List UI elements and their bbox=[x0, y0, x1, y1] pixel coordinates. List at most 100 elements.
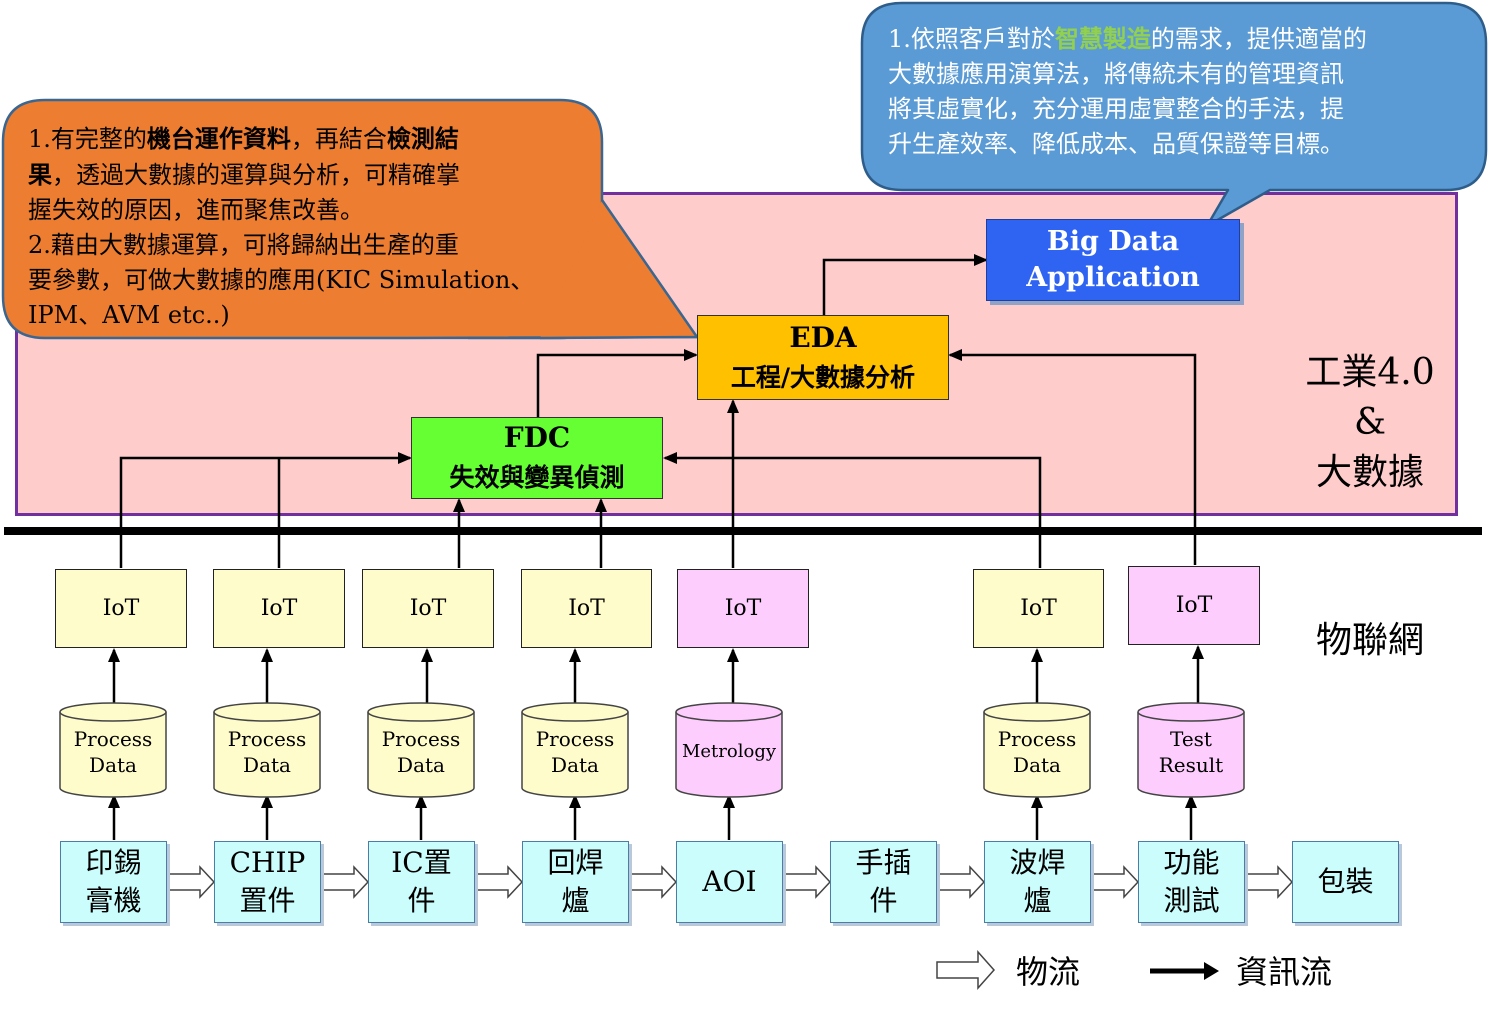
database-cylinder bbox=[367, 702, 475, 798]
database-cylinder bbox=[1137, 702, 1245, 798]
industry-label-line1: 工業4.0 bbox=[1305, 352, 1435, 393]
process-step-line1: 包裝 bbox=[1317, 865, 1374, 898]
process-step: IC置件 bbox=[368, 841, 475, 923]
process-step: 包裝 bbox=[1292, 841, 1399, 923]
database-label-line1: Metrology bbox=[681, 741, 777, 762]
legend-material-flow-label: 物流 bbox=[1016, 953, 1081, 991]
process-step: AOI bbox=[676, 841, 783, 923]
blue-callout-run: 大數據應用演算法，將傳統未有的管理資訊 bbox=[888, 60, 1344, 88]
database-label-line2: Data bbox=[243, 753, 291, 777]
orange-callout-run: 2.藉由大數據運算，可將歸納出生產的重 bbox=[28, 231, 459, 259]
arrow-iot7-eda bbox=[948, 349, 1197, 565]
orange-callout-run: 要參數，可做大數據的應用(KIC Simulation、 bbox=[28, 266, 535, 294]
material-arrow-3 bbox=[474, 865, 524, 899]
arrow-fdc-eda bbox=[536, 349, 698, 417]
process-step-line2: 件 bbox=[407, 884, 436, 917]
big-data-line2: Application bbox=[1026, 262, 1200, 293]
arrow-iot1-fdc bbox=[119, 452, 412, 568]
material-arrow-2 bbox=[320, 865, 370, 899]
database-label-line1: Process bbox=[227, 727, 307, 751]
iot-network-label: 物聯網 bbox=[1315, 620, 1424, 661]
process-step: 波焊爐 bbox=[984, 841, 1091, 923]
database-label-line2: Data bbox=[89, 753, 137, 777]
blue-callout-line: 升生產效率、降低成本、品質保證等目標。 bbox=[888, 127, 1488, 162]
process-step-line2: 膏機 bbox=[85, 884, 142, 917]
database-label-line1: Test bbox=[1170, 727, 1212, 751]
fdc-subtitle: 失效與變異偵測 bbox=[449, 463, 625, 492]
database-cylinder bbox=[983, 702, 1091, 798]
blue-callout-line: 將其虛實化，充分運用虛實整合的手法，提 bbox=[888, 92, 1488, 127]
process-step-line2: 測試 bbox=[1163, 884, 1220, 917]
material-arrow-6 bbox=[936, 865, 986, 899]
process-step-line1: 功能 bbox=[1163, 846, 1220, 879]
orange-callout-run: 1.有完整的 bbox=[28, 125, 147, 153]
process-step: 手插件 bbox=[830, 841, 937, 923]
database-label-line2: Data bbox=[551, 753, 599, 777]
material-arrow-1 bbox=[166, 865, 216, 899]
process-step-line1: 手插 bbox=[855, 846, 912, 879]
database-label-line1: Process bbox=[535, 727, 615, 751]
eda-box: EDA 工程/大數據分析 bbox=[697, 315, 949, 400]
process-step-line1: AOI bbox=[702, 865, 757, 898]
orange-callout-run: 果 bbox=[28, 160, 52, 189]
fdc-title: FDC bbox=[503, 421, 571, 454]
material-arrow-8 bbox=[1244, 865, 1294, 899]
orange-callout-line: 果，透過大數據的運算與分析，可精確掌 bbox=[28, 157, 608, 193]
industry-label-line2: & bbox=[1353, 402, 1387, 443]
big-data-application-box: Big Data Application bbox=[986, 219, 1240, 301]
legend-material-arrow bbox=[936, 950, 996, 990]
database-label: Metrology bbox=[676, 724, 782, 780]
database-label-line1: Process bbox=[73, 727, 153, 751]
orange-callout-line: 要參數，可做大數據的應用(KIC Simulation、 bbox=[28, 263, 608, 298]
process-step-line1: 回焊 bbox=[547, 846, 604, 879]
eda-title: EDA bbox=[789, 320, 857, 354]
iot-box-3: IoT bbox=[362, 569, 494, 648]
process-step-line1: 波焊 bbox=[1009, 846, 1066, 879]
material-arrow-4 bbox=[628, 865, 678, 899]
database-cylinder bbox=[59, 702, 167, 798]
process-step: 印錫膏機 bbox=[60, 841, 167, 923]
orange-callout-run: 機台運作資料 bbox=[146, 124, 291, 153]
orange-callout: 1.有完整的機台運作資料，再結合檢測結果，透過大數據的運算與分析，可精確掌握失效… bbox=[28, 121, 608, 333]
database-label-line1: Process bbox=[997, 727, 1077, 751]
orange-callout-run: 檢測結 bbox=[386, 124, 459, 153]
orange-callout-run: 握失效的原因，進而聚焦改善。 bbox=[28, 196, 364, 224]
arrow-iot6-fdc bbox=[663, 452, 1042, 568]
orange-callout-line: 2.藉由大數據運算，可將歸納出生產的重 bbox=[28, 228, 608, 263]
process-step: 回焊爐 bbox=[522, 841, 629, 923]
blue-callout-run: 的需求，提供適當的 bbox=[1150, 25, 1367, 53]
iot-box-1: IoT bbox=[55, 569, 187, 648]
orange-callout-run: ，透過大數據的運算與分析，可精確掌 bbox=[52, 161, 460, 189]
eda-subtitle: 工程/大數據分析 bbox=[730, 362, 916, 392]
arrow-eda-bigdata bbox=[822, 254, 988, 315]
process-step-line2: 件 bbox=[869, 884, 898, 917]
industry-label: 工業4.0 & 大數據 bbox=[1290, 348, 1450, 498]
iot-box-2: IoT bbox=[213, 569, 345, 648]
blue-callout-run: 將其虛實化，充分運用虛實整合的手法，提 bbox=[888, 95, 1344, 123]
blue-callout: 1.依照客戶對於智慧製造的需求，提供適當的大數據應用演算法，將傳統未有的管理資訊… bbox=[888, 21, 1488, 162]
database-cylinder bbox=[521, 702, 629, 798]
material-arrow-5 bbox=[782, 865, 832, 899]
process-step-line1: IC置 bbox=[391, 846, 452, 879]
iot-box-5: IoT bbox=[677, 569, 809, 648]
process-step-line1: 印錫 bbox=[85, 846, 142, 879]
orange-callout-line: IPM、AVM etc..) bbox=[28, 298, 608, 333]
industry-label-line3: 大數據 bbox=[1315, 452, 1424, 493]
database-label-line2: Data bbox=[1013, 753, 1061, 777]
orange-callout-run: ，再結合 bbox=[290, 125, 387, 153]
blue-callout-line: 1.依照客戶對於智慧製造的需求，提供適當的 bbox=[888, 21, 1488, 57]
database-label-line2: Data bbox=[397, 753, 445, 777]
blue-callout-run: 1.依照客戶對於 bbox=[888, 25, 1055, 53]
layer-separator bbox=[4, 527, 1482, 535]
big-data-line1: Big Data bbox=[1046, 226, 1180, 257]
blue-callout-line: 大數據應用演算法，將傳統未有的管理資訊 bbox=[888, 57, 1488, 92]
